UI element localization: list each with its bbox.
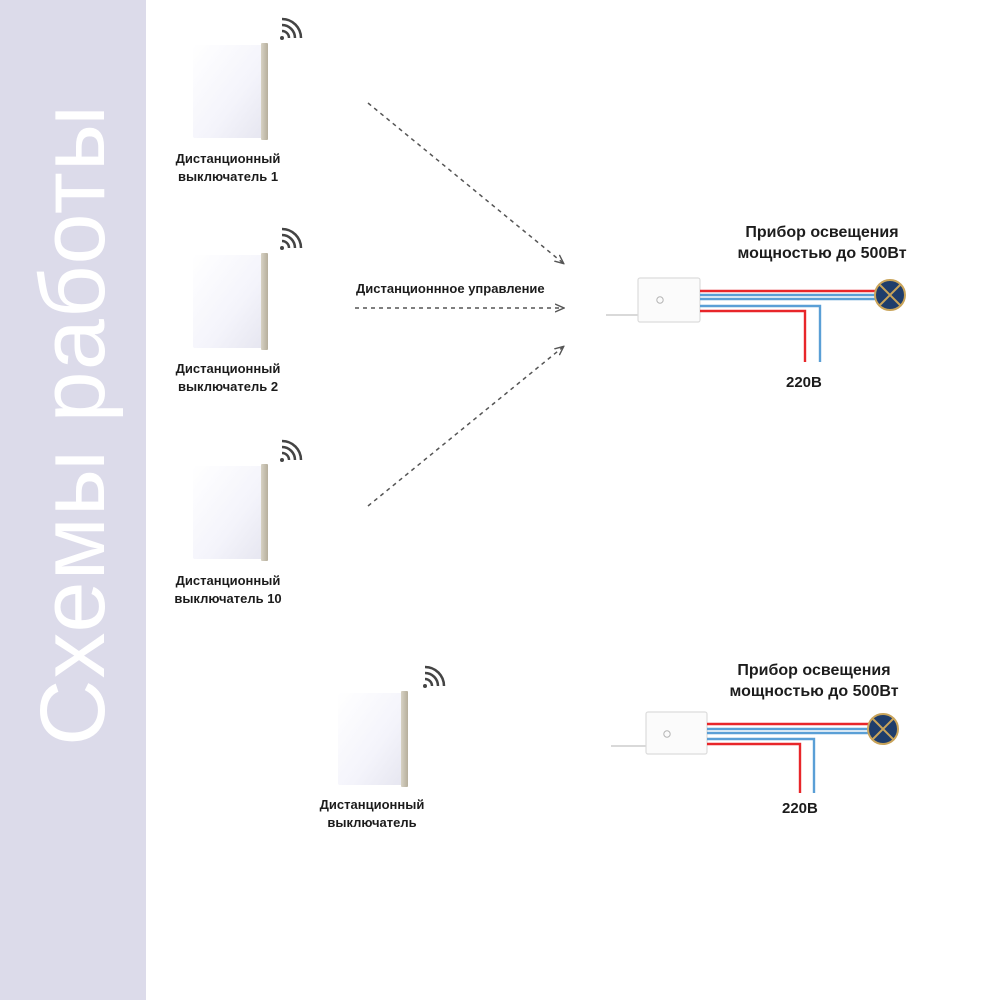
switch-1-label: Дистанционный выключатель 1 — [170, 150, 286, 186]
switch-2-label-line1: Дистанционный — [175, 361, 281, 376]
wifi-signal-icon — [280, 227, 303, 250]
remote-switch-2 — [193, 227, 303, 350]
switch-2-label-line2: выключатель 2 — [177, 379, 279, 394]
switch-1-label-line1: Дистанционный — [175, 151, 281, 166]
receiver-module-1 — [606, 277, 880, 362]
remote-control-label: Дистанционнное управление — [356, 281, 545, 296]
switch-2-label: Дистанционный выключатель 2 — [170, 360, 286, 396]
lamp-2-label-line2: мощностью до 500Вт — [729, 683, 899, 700]
switch-10-label: Дистанционный выключатель 10 — [170, 572, 286, 608]
sidebar-panel: Схемы работы — [0, 0, 146, 1000]
remote-switch-single — [338, 665, 446, 787]
remote-switch-10 — [193, 439, 303, 561]
voltage-1-label: 220В — [786, 374, 822, 391]
switch-10-label-line2: выключатель 10 — [174, 591, 282, 606]
lamp-icon — [867, 713, 899, 745]
switch-single-label-line1: Дистанционный — [319, 797, 425, 812]
lamp-1-label: Прибор освещения мощностью до 500Вт — [722, 222, 922, 264]
remote-switch-1 — [193, 17, 303, 140]
switch-single-label: Дистанционный выключатель — [312, 796, 432, 832]
lamp-1-label-line1: Прибор освещения — [745, 224, 899, 241]
wifi-signal-icon — [423, 665, 446, 688]
receiver-module-2 — [611, 711, 871, 793]
switch-1-label-line2: выключатель 1 — [177, 169, 279, 184]
lamp-2-label-line1: Прибор освещения — [737, 662, 891, 679]
lamp-1-label-line2: мощностью до 500Вт — [737, 245, 907, 262]
wifi-signal-icon — [280, 439, 303, 462]
lamp-2-label: Прибор освещения мощностью до 500Вт — [714, 660, 914, 702]
switch-single-label-line2: выключатель — [327, 815, 417, 830]
lamp-icon — [874, 279, 906, 311]
voltage-2-label: 220В — [782, 800, 818, 817]
signal-arrows — [355, 102, 563, 507]
wifi-signal-icon — [280, 17, 303, 40]
switch-10-label-line1: Дистанционный — [175, 573, 281, 588]
